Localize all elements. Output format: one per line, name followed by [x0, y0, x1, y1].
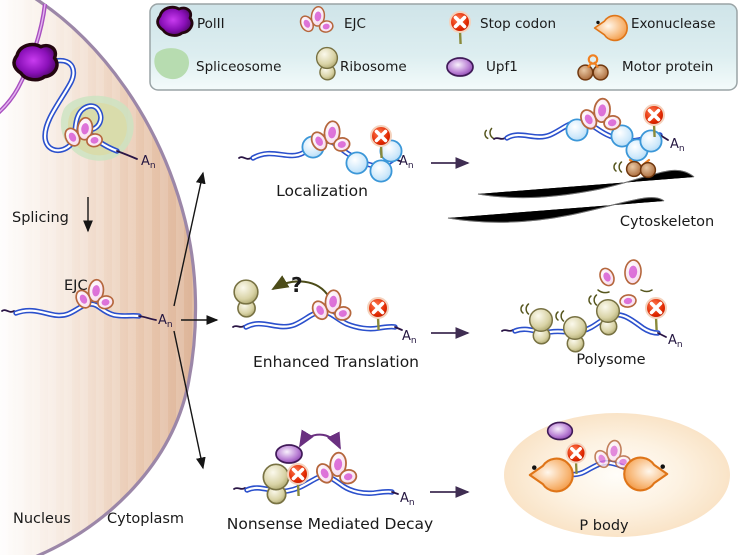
legend-label-stop-codon: Stop codon — [480, 16, 556, 32]
poly-a-label: An — [402, 329, 417, 346]
dna-strand-highlight — [0, 3, 46, 113]
branch-arrow-down — [173, 330, 206, 470]
nmd-pathway: An Nonsense Mediated Decay — [227, 429, 470, 533]
enhanced-translation-pathway: ? An Enhanced Translation — [232, 273, 470, 371]
ribosome — [562, 315, 588, 353]
cytoskeleton-texture — [447, 197, 665, 223]
motor-head — [625, 160, 643, 178]
vibration-marks — [483, 127, 495, 141]
mrna-3prime-tail — [659, 134, 669, 141]
legend-label-motor-protein: Motor protein — [622, 59, 713, 75]
nucleus-envelope — [0, 0, 198, 555]
released-ejc — [597, 259, 653, 308]
vibration-marks — [520, 303, 530, 315]
upf1-ejc-bridge-arrow — [298, 429, 341, 450]
motion-mark — [597, 289, 610, 294]
polii — [12, 42, 59, 82]
mrna-3prime-tail — [116, 150, 138, 160]
legend-label-exonuclease: Exonuclease — [631, 16, 716, 32]
mrna-5prime-tail — [493, 137, 506, 140]
vibration-marks — [555, 310, 565, 322]
mrna-5prime-tail — [1, 309, 15, 313]
p-body-result: P body — [504, 413, 730, 537]
stalled-ribosome — [262, 463, 290, 505]
stop-codon — [644, 296, 668, 332]
upf1 — [546, 421, 574, 441]
cytoplasm-label: Cytoplasm — [107, 511, 184, 527]
mrna-5prime-tail — [238, 156, 252, 160]
branch-arrows — [173, 171, 219, 470]
poly-a-label: An — [668, 333, 683, 350]
splicing-label: Splicing — [12, 210, 69, 226]
cytoskeleton-texture — [477, 169, 695, 199]
enhanced-translation-label: Enhanced Translation — [253, 353, 419, 371]
vibration-marks — [613, 161, 623, 173]
recruitment-arrow — [271, 275, 330, 298]
mrna-3prime-tail — [391, 491, 399, 495]
localization-factor — [639, 129, 663, 153]
motion-mark — [640, 289, 653, 293]
localization-result: An Cytoskeleton — [447, 96, 714, 230]
poly-a-label: An — [158, 313, 173, 330]
localization-factor — [369, 159, 393, 183]
legend-label-polii: PolII — [197, 16, 225, 32]
ribosome — [595, 298, 621, 336]
ribosome — [528, 307, 554, 345]
spliced-mrnp: EJC An — [1, 278, 173, 330]
localization-pathway: An Localization — [238, 119, 470, 200]
motor-protein — [625, 158, 657, 179]
upf1-icon — [446, 57, 474, 77]
motor-head — [639, 161, 657, 179]
branch-arrow-up — [173, 171, 206, 307]
polysome-label: Polysome — [576, 352, 645, 368]
legend-label-ejc: EJC — [344, 16, 366, 32]
mrna-5prime-tail — [501, 329, 514, 332]
poly-a-label: An — [141, 154, 156, 171]
mrna-3prime-tail — [138, 315, 157, 321]
polii-icon — [156, 5, 194, 37]
p-body-granule — [504, 413, 730, 537]
poly-a-label: An — [399, 154, 414, 171]
localization-factor — [345, 151, 369, 175]
ejc-complex — [307, 119, 352, 154]
legend-label-ribosome: Ribosome — [340, 59, 407, 75]
upf1 — [275, 444, 303, 464]
legend-label-spliceosome: Spliceosome — [196, 59, 281, 75]
transcription-site — [0, 3, 48, 115]
ejc-complex — [576, 96, 623, 133]
nmd-label: Nonsense Mediated Decay — [227, 515, 433, 533]
ribosome — [233, 279, 259, 318]
poly-a-label: An — [400, 491, 415, 508]
p-body-label: P body — [579, 518, 629, 534]
mrna-5prime-tail — [233, 487, 246, 490]
localization-label: Localization — [276, 182, 368, 200]
legend: PolII EJC Stop codon Exonuclease Spliceo… — [149, 3, 738, 91]
vibration-marks — [588, 294, 598, 306]
nascent-mrna — [45, 61, 138, 160]
question-mark: ? — [291, 273, 303, 297]
nucleus-label: Nucleus — [13, 511, 71, 527]
poly-a-label: An — [670, 137, 685, 154]
mrna-5prime-tail — [232, 325, 245, 328]
polysome-result: An Polysome — [501, 259, 683, 368]
mrna-3prime-tail — [394, 326, 403, 331]
cytoskeleton-label: Cytoskeleton — [620, 214, 714, 230]
legend-label-upf1: Upf1 — [486, 59, 518, 75]
ribosome-icon — [315, 46, 339, 81]
nucleus-region: An Splicing EJC An Nucleus — [0, 0, 198, 555]
mrna-3prime-tail — [657, 332, 667, 338]
